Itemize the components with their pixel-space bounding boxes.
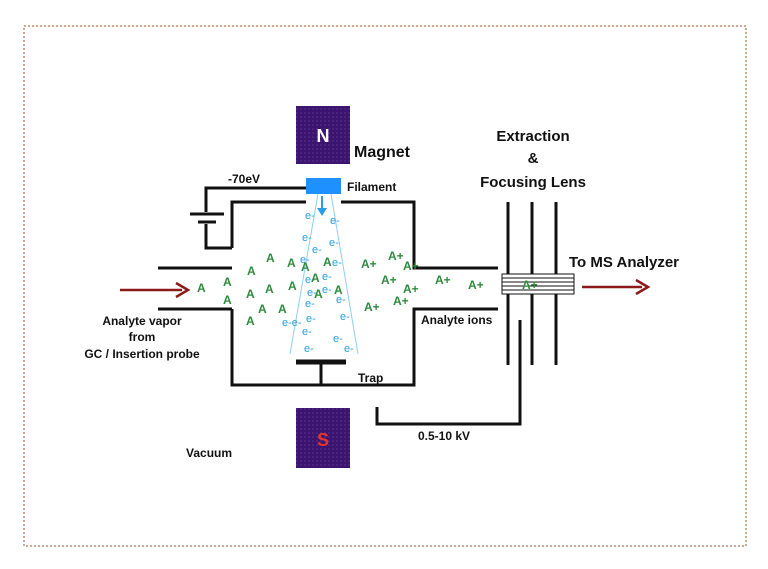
analyte-molecule: A <box>258 302 267 316</box>
south-magnet <box>296 408 350 468</box>
analyte-molecule: A <box>288 279 297 293</box>
neutral-analytes: A A A A A A A A A A A A A A A A A <box>197 251 343 328</box>
filament-label: Filament <box>347 180 396 194</box>
electron: e- <box>312 244 322 256</box>
electron: e- <box>307 287 317 299</box>
analyte-ion: A+ <box>403 259 419 273</box>
electron: e- <box>340 311 350 323</box>
electron: e- <box>305 298 315 310</box>
analyte-molecule: A <box>247 264 256 278</box>
electron: e- <box>333 333 343 345</box>
north-magnet <box>296 106 350 164</box>
analyte-ion: A+ <box>388 249 404 263</box>
electron-beam-arrowhead <box>317 208 327 216</box>
electron: e- <box>305 210 315 222</box>
electron: e- <box>329 237 339 249</box>
analyte-ion: A+ <box>403 282 419 296</box>
analyte-molecule: A <box>334 283 343 297</box>
electron: e- <box>300 254 310 266</box>
electron: e- <box>302 232 312 244</box>
analyte-ions-group: A+ A+ A+ A+ A+ A+ A+ A+ A+ <box>361 249 484 314</box>
analyte-molecule: A <box>246 314 255 328</box>
frame-border <box>23 25 747 547</box>
kv-wire <box>375 320 522 426</box>
electron: e- <box>322 271 332 283</box>
electron: e- <box>306 313 316 325</box>
analyte-ion: A+ <box>361 257 377 271</box>
analyte-molecule: A <box>301 260 310 274</box>
chamber-top-left <box>230 200 306 248</box>
ground-wire <box>204 224 232 250</box>
voltage-label: -70eV <box>228 172 260 186</box>
to-ms-label: To MS Analyzer <box>569 254 679 271</box>
input-arrow-head <box>175 281 191 299</box>
ion-beam <box>501 273 575 295</box>
analyte-vapor-label-1: Analyte vapor <box>102 314 182 328</box>
analyte-ion: A+ <box>435 273 451 287</box>
magnet-label: Magnet <box>354 144 411 161</box>
electron-beam-left <box>289 193 319 355</box>
kv-label: 0.5-10 kV <box>418 429 470 443</box>
electron-beam-right <box>330 193 359 355</box>
trap-label: Trap <box>358 371 383 385</box>
electron: e- <box>322 284 332 296</box>
electron: e- <box>344 343 354 355</box>
analyte-molecule: A <box>223 293 232 307</box>
analyte-molecule: A <box>314 287 323 301</box>
analyte-ion: A+ <box>468 278 484 292</box>
chamber-top-right <box>341 200 498 270</box>
analyte-molecule: A <box>278 302 287 316</box>
electron: e- <box>304 343 314 355</box>
analyte-molecule: A <box>223 275 232 289</box>
analyte-molecule: A <box>287 256 296 270</box>
electrons: e- e- e- e- e- e- e- e- e- e- e- e- e- e… <box>282 210 354 355</box>
chamber-bottom <box>230 307 498 387</box>
vacuum-label: Vacuum <box>186 446 232 460</box>
beam-ion: A+ <box>522 278 538 292</box>
electron: e- <box>336 294 346 306</box>
analyte-ion: A+ <box>381 273 397 287</box>
analyte-ion: A+ <box>364 300 380 314</box>
analyte-vapor-label-3: GC / Insertion probe <box>84 347 200 361</box>
electron-pair: e-e- <box>282 317 302 329</box>
extraction-label-3: Focusing Lens <box>480 174 586 191</box>
electron: e- <box>302 326 312 338</box>
analyte-molecule: A <box>266 251 275 265</box>
analyte-ions-label: Analyte ions <box>421 313 493 327</box>
extraction-label-2: & <box>528 150 539 167</box>
electron: e- <box>332 257 342 269</box>
analyte-molecule: A <box>246 287 255 301</box>
analyte-molecule: A <box>197 281 206 295</box>
analyte-vapor-label-2: from <box>129 330 156 344</box>
south-label: S <box>317 430 329 450</box>
analyte-ion: A+ <box>393 294 409 308</box>
analyte-molecule: A <box>311 271 320 285</box>
electron: e- <box>305 274 315 286</box>
analyte-molecule: A <box>265 282 274 296</box>
filament <box>306 178 341 194</box>
analyte-molecule: A <box>323 255 332 269</box>
extraction-label-1: Extraction <box>496 128 569 145</box>
output-arrow-head <box>635 278 651 296</box>
electron: e- <box>330 215 340 227</box>
north-label: N <box>317 126 330 146</box>
filament-wire <box>204 186 306 212</box>
